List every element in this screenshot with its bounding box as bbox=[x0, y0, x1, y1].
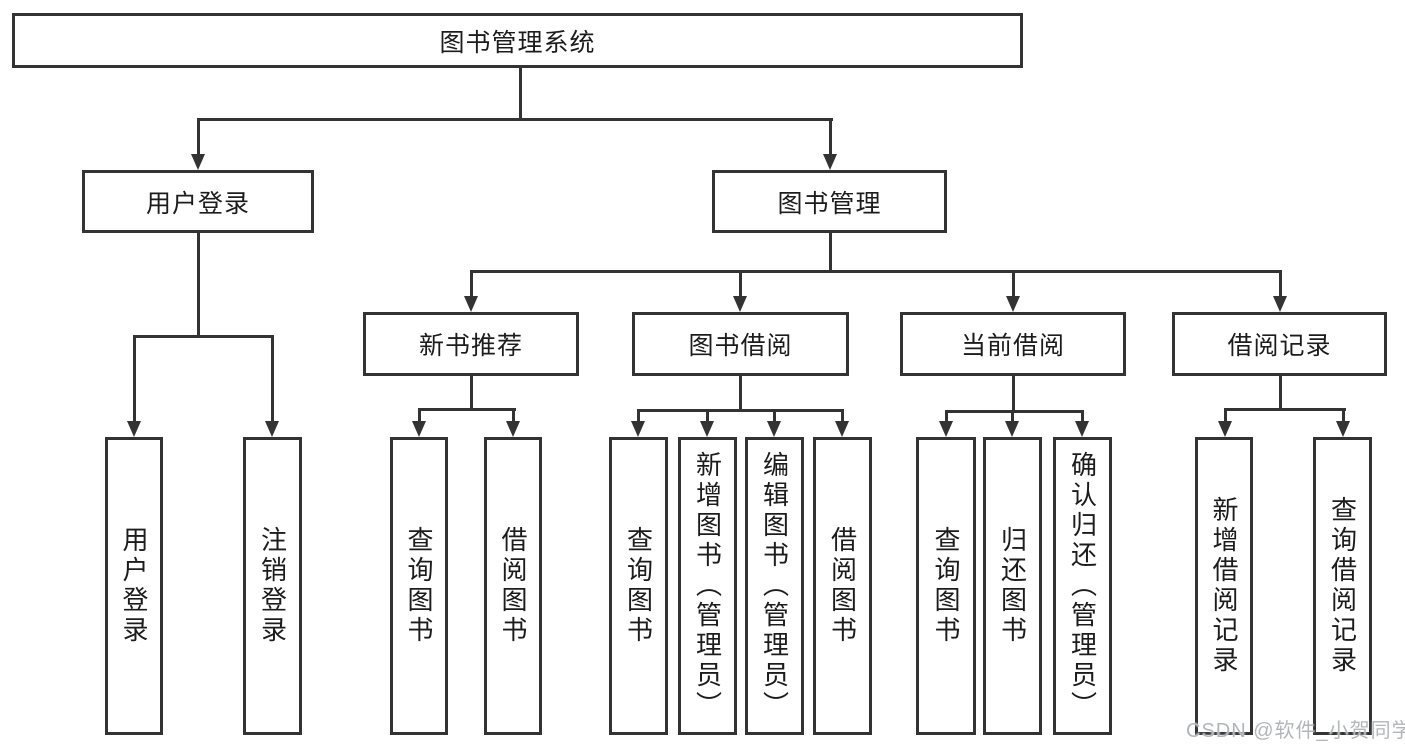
connector-line bbox=[1279, 270, 1282, 296]
node-label: 新增借阅记录 bbox=[1209, 496, 1239, 676]
leaf-confirm-return-admin: 确认归还（管理员） bbox=[1053, 437, 1112, 735]
arrow-down-icon bbox=[631, 421, 645, 437]
leaf-edit-book-admin: 编辑图书（管理员） bbox=[745, 437, 804, 735]
arrow-down-icon bbox=[1273, 296, 1287, 312]
arrow-down-icon bbox=[265, 421, 279, 437]
node-label: 注销登录 bbox=[257, 526, 288, 646]
arrow-down-icon bbox=[700, 421, 714, 437]
connector-line bbox=[197, 233, 200, 335]
node-book-borrowing: 图书借阅 bbox=[632, 312, 849, 376]
connector-line bbox=[1342, 408, 1345, 421]
arrow-down-icon bbox=[767, 421, 781, 437]
arrow-down-icon bbox=[733, 296, 747, 312]
node-book-management: 图书管理 bbox=[712, 170, 947, 233]
connector-line bbox=[945, 410, 1084, 413]
arrow-down-icon bbox=[464, 296, 478, 312]
arrow-down-icon bbox=[1075, 421, 1089, 437]
node-label: 归还图书 bbox=[997, 526, 1028, 646]
connector-line bbox=[1279, 376, 1282, 408]
arrow-down-icon bbox=[1005, 421, 1019, 437]
node-label: 借阅图书 bbox=[498, 526, 528, 646]
node-label: 当前借阅 bbox=[960, 332, 1065, 360]
connector-line bbox=[739, 376, 742, 409]
connector-line bbox=[133, 335, 274, 338]
node-label: 图书管理 bbox=[777, 189, 882, 218]
connector-line bbox=[197, 118, 833, 121]
connector-line bbox=[1012, 270, 1015, 296]
node-label: 新增图书（管理员） bbox=[692, 451, 723, 721]
leaf-user-login: 用户登录 bbox=[105, 437, 163, 735]
arrow-down-icon bbox=[1336, 421, 1350, 437]
connector-line bbox=[197, 118, 200, 156]
node-label: 查询图书 bbox=[623, 526, 654, 646]
node-user-login: 用户登录 bbox=[82, 170, 314, 233]
arrow-down-icon bbox=[1218, 421, 1232, 437]
node-borrowing-records: 借阅记录 bbox=[1172, 312, 1387, 376]
node-label: 用户登录 bbox=[119, 526, 149, 646]
leaf-return-books: 归还图书 bbox=[983, 437, 1042, 735]
connector-line bbox=[829, 233, 832, 270]
arrow-down-icon bbox=[412, 421, 426, 437]
connector-line bbox=[945, 410, 948, 421]
connector-line bbox=[470, 376, 473, 408]
arrow-down-icon bbox=[191, 154, 205, 170]
arrow-down-icon bbox=[1006, 296, 1020, 312]
node-label: 查询借阅记录 bbox=[1327, 496, 1358, 676]
leaf-query-books-recommendation: 查询图书 bbox=[390, 437, 448, 735]
node-label: 图书管理系统 bbox=[439, 28, 596, 57]
node-label: 确认归还（管理员） bbox=[1067, 451, 1098, 721]
leaf-query-books-current: 查询图书 bbox=[916, 437, 976, 735]
arrow-down-icon bbox=[835, 421, 849, 437]
connector-line bbox=[1224, 408, 1227, 421]
node-label: 查询图书 bbox=[931, 526, 961, 646]
connector-line bbox=[1012, 376, 1015, 410]
connector-line bbox=[512, 408, 515, 421]
arrow-down-icon bbox=[939, 421, 953, 437]
node-current-borrowing: 当前借阅 bbox=[900, 312, 1126, 376]
connector-line bbox=[418, 408, 516, 411]
arrow-down-icon bbox=[823, 154, 837, 170]
node-new-book-recommendation: 新书推荐 bbox=[363, 312, 579, 376]
leaf-query-books-borrowing: 查询图书 bbox=[609, 437, 668, 735]
connector-line bbox=[1224, 408, 1346, 411]
leaf-query-borrow-record: 查询借阅记录 bbox=[1313, 437, 1372, 735]
node-label: 用户登录 bbox=[145, 189, 250, 218]
connector-line bbox=[739, 270, 742, 296]
node-label: 借阅图书 bbox=[827, 526, 858, 646]
leaf-borrow-books-borrowing: 借阅图书 bbox=[813, 437, 872, 735]
connector-line bbox=[519, 68, 522, 118]
connector-line bbox=[470, 270, 473, 296]
connector-line bbox=[418, 408, 421, 421]
connector-line bbox=[271, 335, 274, 421]
node-label: 图书借阅 bbox=[688, 332, 793, 360]
leaf-borrow-books-recommendation: 借阅图书 bbox=[484, 437, 542, 735]
connector-line bbox=[637, 409, 844, 412]
leaf-add-book-admin: 新增图书（管理员） bbox=[678, 437, 737, 735]
leaf-add-borrow-record: 新增借阅记录 bbox=[1195, 437, 1253, 735]
node-label: 查询图书 bbox=[404, 526, 434, 646]
node-label: 编辑图书（管理员） bbox=[759, 451, 790, 721]
node-label: 借阅记录 bbox=[1227, 332, 1332, 360]
arrow-down-icon bbox=[127, 421, 141, 437]
connector-line bbox=[841, 409, 844, 421]
connector-line bbox=[829, 118, 832, 156]
connector-line bbox=[637, 409, 640, 421]
node-label: 新书推荐 bbox=[418, 332, 523, 360]
connector-line bbox=[773, 409, 776, 421]
connector-line bbox=[1081, 410, 1084, 421]
csdn-watermark: CSDN @软件_小贺同学 bbox=[1186, 720, 1405, 742]
connector-line bbox=[706, 409, 709, 421]
leaf-logout: 注销登录 bbox=[243, 437, 302, 735]
node-library-management-system: 图书管理系统 bbox=[12, 13, 1023, 68]
connector-line bbox=[133, 335, 136, 421]
arrow-down-icon bbox=[506, 421, 520, 437]
connector-line bbox=[470, 270, 1282, 273]
connector-line bbox=[1011, 410, 1014, 421]
